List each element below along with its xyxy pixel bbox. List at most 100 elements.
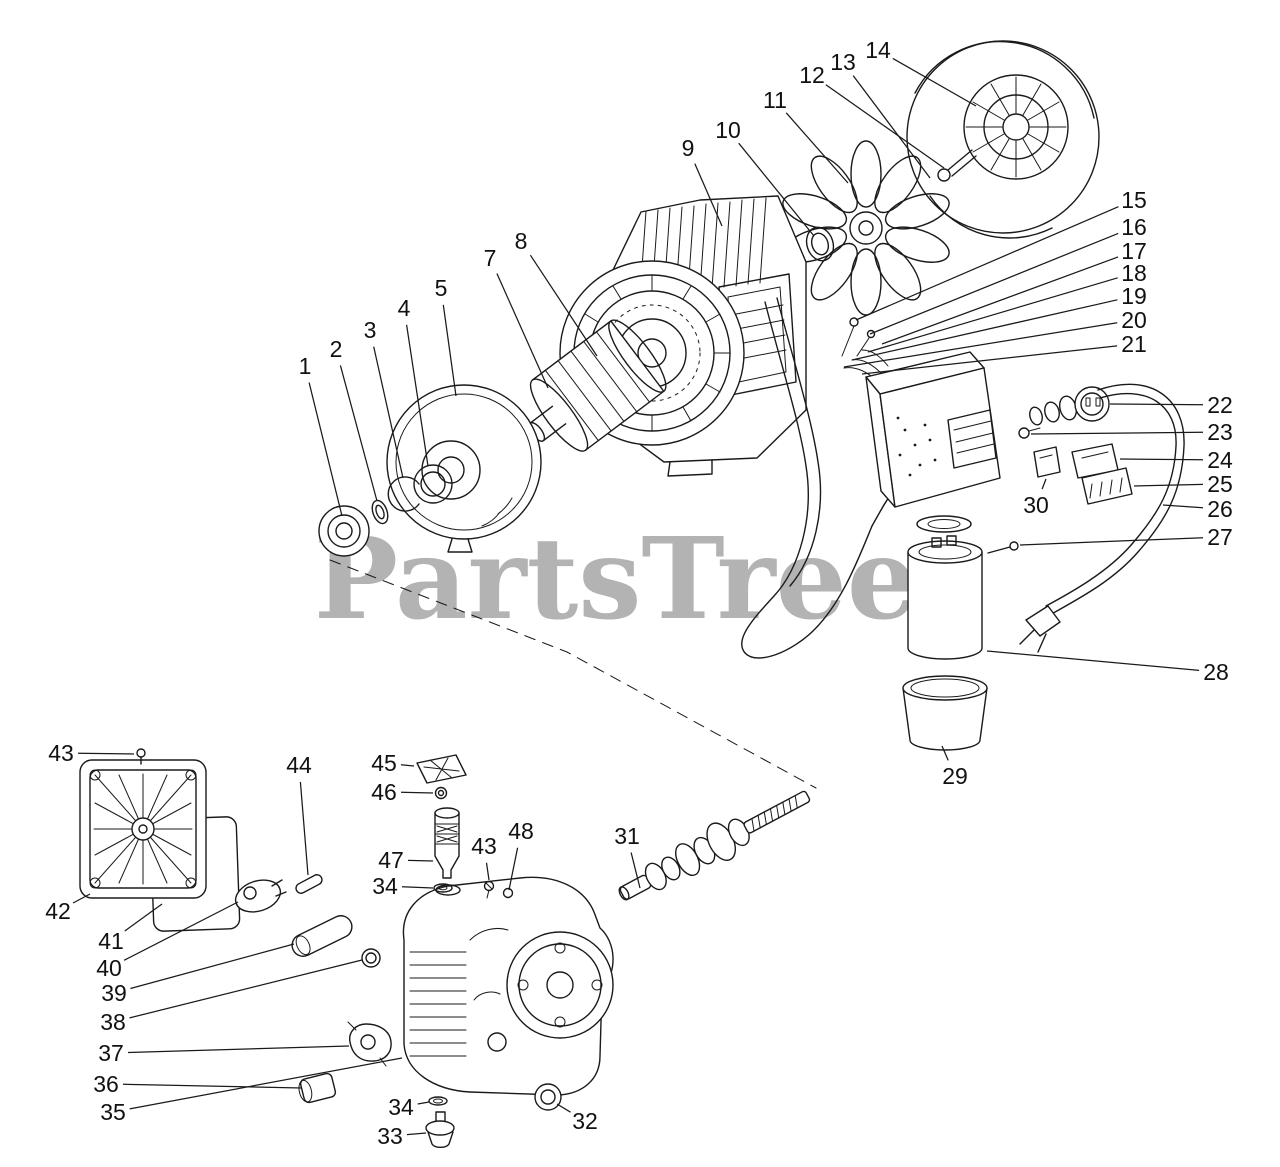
callout-number: 40 <box>96 955 122 981</box>
callout-39: 39 <box>101 943 295 1006</box>
callout-23: 23 <box>1030 419 1233 445</box>
callout-leader-line <box>851 299 1118 361</box>
callout-27: 27 <box>1019 524 1233 550</box>
callout-19: 19 <box>851 283 1147 361</box>
callout-leader-line <box>508 847 519 891</box>
callout-number: 1 <box>299 353 312 379</box>
callout-leader-line <box>339 365 378 502</box>
callout-30: 30 <box>1023 478 1049 518</box>
pump-fin-lines <box>409 951 467 1057</box>
callout-number: 20 <box>1121 307 1147 333</box>
plug-washer-drawing <box>428 1096 448 1106</box>
control-box-texture-dots <box>896 416 937 477</box>
callout-44: 44 <box>286 752 312 876</box>
callout-leader-line <box>407 859 434 862</box>
callout-number: 13 <box>830 49 856 75</box>
callout-number: 21 <box>1121 331 1147 357</box>
valve-washer-drawing <box>433 883 453 893</box>
crankshaft-thread-lines <box>751 795 798 832</box>
callout-number: 18 <box>1121 260 1147 286</box>
callout-2: 2 <box>330 336 378 502</box>
callout-16: 16 <box>869 214 1147 335</box>
callout-leader-line <box>1133 483 1204 487</box>
callout-leader-line <box>825 84 945 169</box>
callout-number: 47 <box>378 847 404 873</box>
callout-number: 11 <box>763 87 787 113</box>
callout-leader-line <box>72 893 91 904</box>
callout-number: 2 <box>330 336 343 362</box>
control-box-drawing <box>865 351 1001 533</box>
callout-12: 12 <box>799 62 945 169</box>
callout-4: 4 <box>398 295 429 467</box>
callout-number: 10 <box>715 117 741 143</box>
callout-48: 48 <box>508 818 534 891</box>
cap-screw-drawing <box>1018 427 1041 439</box>
callout-number: 32 <box>572 1108 598 1134</box>
callout-number: 5 <box>435 275 448 301</box>
callout-number: 34 <box>372 873 398 899</box>
terminal-screw-drawing <box>987 541 1019 554</box>
callout-5: 5 <box>435 275 457 397</box>
callout-number: 12 <box>799 62 825 88</box>
callout-21: 21 <box>861 331 1147 375</box>
callout-leader-line <box>485 862 490 881</box>
callout-leader-line <box>442 304 457 397</box>
callout-33: 33 <box>377 1123 427 1149</box>
crankshaft-drawing <box>618 790 811 901</box>
callout-22: 22 <box>1109 392 1233 418</box>
callout-leader-line <box>123 901 239 961</box>
callout-number: 19 <box>1121 283 1147 309</box>
fan-guard-drawing <box>79 759 207 899</box>
callout-leader-line <box>843 322 1118 368</box>
callout-number: 42 <box>45 898 71 924</box>
callout-14: 14 <box>865 37 977 107</box>
retainer-ring-drawing <box>413 464 453 504</box>
callout-number: 48 <box>508 818 534 844</box>
callout-number: 15 <box>1121 187 1147 213</box>
callout-leader-line <box>77 752 135 755</box>
valve-plate-drawing <box>416 754 467 784</box>
callout-leader-line <box>124 903 163 932</box>
callout-number: 25 <box>1207 471 1233 497</box>
callout-leader-line <box>881 256 1119 345</box>
callout-leader-line <box>406 1132 427 1136</box>
callout-number: 4 <box>398 295 411 321</box>
callout-number: 23 <box>1207 419 1233 445</box>
callout-leader-line <box>694 163 723 227</box>
o-ring-drawing <box>361 948 381 968</box>
callout-11: 11 <box>763 87 849 184</box>
callout-number: 16 <box>1121 214 1147 240</box>
callout-37: 37 <box>98 1040 350 1066</box>
callout-leader-line <box>401 886 434 889</box>
callout-leader-line <box>855 206 1119 321</box>
callout-10: 10 <box>715 117 815 237</box>
callout-leader-line <box>417 1101 430 1105</box>
callout-number: 37 <box>98 1040 124 1066</box>
callout-20: 20 <box>843 307 1147 368</box>
callout-leader-line <box>892 57 977 107</box>
callout-7: 7 <box>484 245 549 389</box>
callout-leader-line <box>405 324 429 467</box>
housing-bolt-drawing <box>937 149 977 182</box>
oil-plug-drawing <box>425 1111 455 1149</box>
capacitor-boot-drawing <box>902 675 988 751</box>
callout-leader-line <box>785 112 849 184</box>
callout-3: 3 <box>364 317 404 479</box>
callout-35: 35 <box>100 1057 403 1125</box>
callout-number: 46 <box>371 779 397 805</box>
callout-number: 36 <box>93 1071 119 1097</box>
callout-number: 26 <box>1207 496 1233 522</box>
callout-number: 44 <box>286 752 312 778</box>
callout-number: 35 <box>100 1099 126 1125</box>
switch-connector-drawing <box>1071 443 1133 505</box>
callout-43: 43 <box>48 740 135 766</box>
callout-36: 36 <box>93 1071 303 1097</box>
pump-body-drawing <box>402 876 614 1096</box>
callout-number: 27 <box>1207 524 1233 550</box>
bushing-drawing <box>298 1072 337 1104</box>
callout-number: 30 <box>1023 492 1049 518</box>
rotor-armature-drawing <box>528 319 667 452</box>
bracket-drawing <box>1033 446 1061 478</box>
power-cord-drawing <box>1019 383 1185 653</box>
callout-18: 18 <box>867 260 1147 353</box>
